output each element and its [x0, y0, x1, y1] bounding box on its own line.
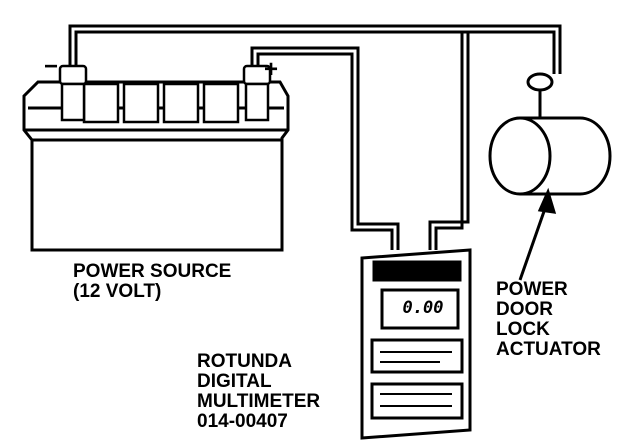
multimeter-label-line: ROTUNDA	[197, 351, 292, 372]
multimeter-display: 0.00	[402, 298, 444, 318]
multimeter-details	[380, 351, 452, 407]
wire-meter-to-actuator	[428, 32, 470, 250]
negative-terminal	[58, 64, 88, 122]
positive-sign: +	[264, 56, 279, 83]
multimeter-label-line: 014-00407	[197, 411, 288, 432]
wire-positive-to-meter	[250, 46, 400, 250]
actuator-label-line: ACTUATOR	[496, 339, 601, 360]
actuator-label-line: LOCK	[496, 319, 550, 340]
positive-terminal	[242, 64, 272, 122]
multimeter-label-line: DIGITAL	[197, 371, 272, 392]
actuator-label-line: POWER	[496, 279, 568, 300]
wire-negative	[68, 24, 562, 74]
negative-sign: −	[44, 53, 59, 80]
power-source-label-line: POWER SOURCE	[73, 261, 232, 282]
power-source-label-line: (12 VOLT)	[73, 281, 162, 302]
battery-cells	[82, 82, 240, 124]
multimeter	[360, 248, 472, 440]
actuator-leader-arrow	[518, 187, 557, 281]
actuator	[488, 72, 612, 196]
multimeter-label: ROTUNDA DIGITAL MULTIMETER 014-00407	[197, 352, 320, 432]
power-source-label: POWER SOURCE (12 VOLT)	[73, 262, 231, 302]
actuator-label: POWER DOOR LOCK ACTUATOR	[496, 280, 601, 360]
multimeter-label-line: MULTIMETER	[197, 391, 321, 412]
actuator-label-line: DOOR	[496, 299, 553, 320]
